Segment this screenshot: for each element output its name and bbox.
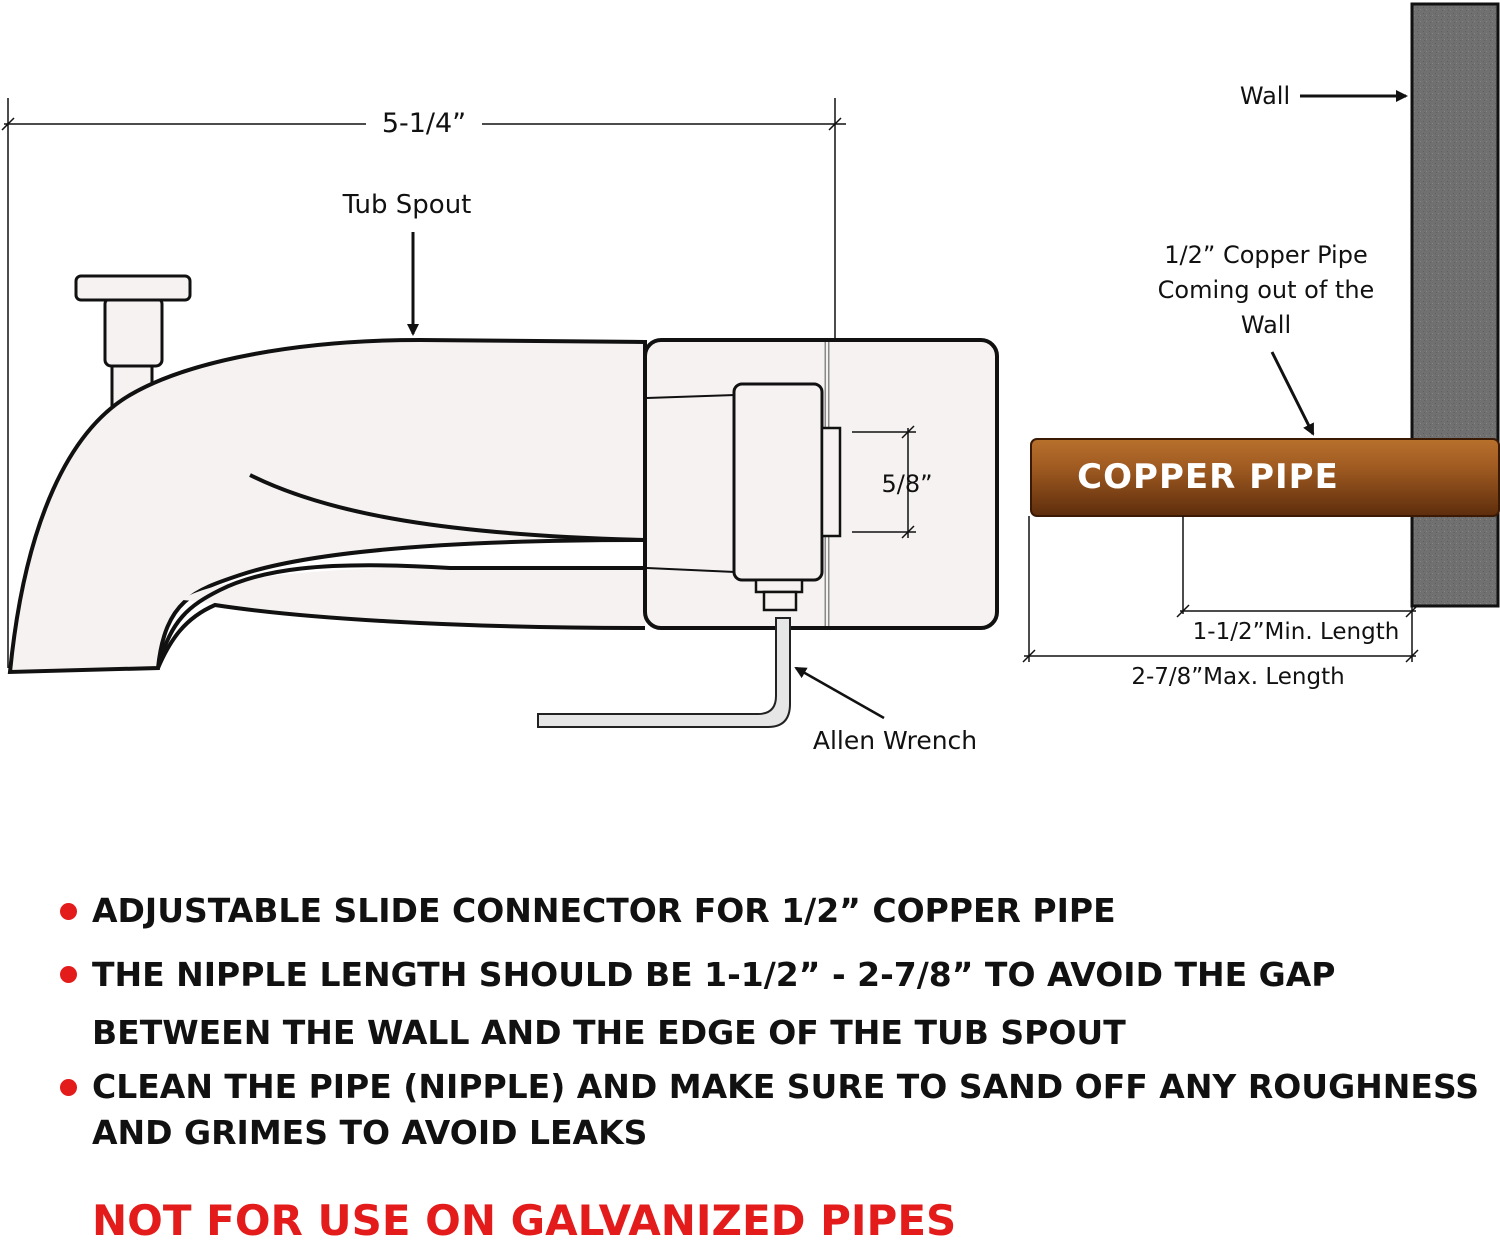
copper-pipe-callout-line-2: Coming out of the: [1158, 276, 1375, 304]
tub-spout-installation-diagram: 5-1/4” Tub Spout 5/8” Allen Wrench Wall …: [1, 2, 1500, 755]
bullet-text: ADJUSTABLE SLIDE CONNECTOR FOR 1/2” COPP…: [92, 891, 1116, 930]
bullet-text: THE NIPPLE LENGTH SHOULD BE 1-1/2” - 2-7…: [92, 955, 1336, 994]
bullet-text-continued: BETWEEN THE WALL AND THE EDGE OF THE TUB…: [92, 1013, 1126, 1052]
connector-dimension-label: 5/8”: [881, 470, 932, 498]
set-screw-base: [754, 578, 804, 594]
width-dimension-label: 5-1/4”: [382, 108, 466, 139]
copper-pipe: [1030, 438, 1500, 517]
min-length-label: 1-1/2”Min. Length: [1193, 619, 1400, 645]
housing-inner-top: [646, 394, 736, 399]
bullet-dot-icon: [60, 1079, 77, 1096]
housing-inner-bottom: [646, 567, 736, 573]
set-screw-head: [762, 590, 798, 612]
max-length-label: 2-7/8”Max. Length: [1131, 664, 1344, 690]
allen-wrench-arrow: [794, 666, 885, 720]
slide-connector-lip: [820, 426, 842, 538]
tub-spout-upper-crease: [249, 473, 646, 542]
bullet-item: ADJUSTABLE SLIDE CONNECTOR FOR 1/2” COPP…: [60, 888, 1490, 934]
bullet-dot-icon: [60, 966, 77, 983]
connector-dimension: [852, 425, 916, 539]
warning-text: NOT FOR USE ON GALVANIZED PIPES: [92, 1196, 957, 1245]
copper-pipe-callout-line-1: 1/2” Copper Pipe: [1164, 241, 1367, 269]
feature-bullet-list: ADJUSTABLE SLIDE CONNECTOR FOR 1/2” COPP…: [60, 888, 1490, 1156]
bullet-item: THE NIPPLE LENGTH SHOULD BE 1-1/2” - 2-7…: [60, 946, 1490, 1062]
bullet-text: CLEAN THE PIPE (NIPPLE) AND MAKE SURE TO…: [92, 1067, 1479, 1106]
copper-pipe-callout-arrow: [1270, 351, 1315, 436]
tub-spout-crease: [156, 563, 645, 669]
pipe-length-dimensions: [1022, 516, 1419, 663]
allen-wrench: [537, 617, 791, 728]
wall-label: Wall: [1240, 82, 1290, 110]
tub-spout-label: Tub Spout: [342, 190, 472, 220]
bullet-text-continued: AND GRIMES TO AVOID LEAKS: [92, 1113, 648, 1152]
tub-spout-lower-body: [180, 565, 645, 628]
bullet-item: CLEAN THE PIPE (NIPPLE) AND MAKE SURE TO…: [60, 1064, 1490, 1156]
tub-spout-bottom-edge: [156, 602, 646, 669]
copper-pipe-callout-line-3: Wall: [1241, 311, 1291, 339]
copper-pipe-text: COPPER PIPE: [1077, 457, 1339, 497]
slide-connector-block: [732, 382, 824, 582]
bullet-dot-icon: [60, 903, 77, 920]
allen-wrench-label: Allen Wrench: [813, 726, 977, 755]
